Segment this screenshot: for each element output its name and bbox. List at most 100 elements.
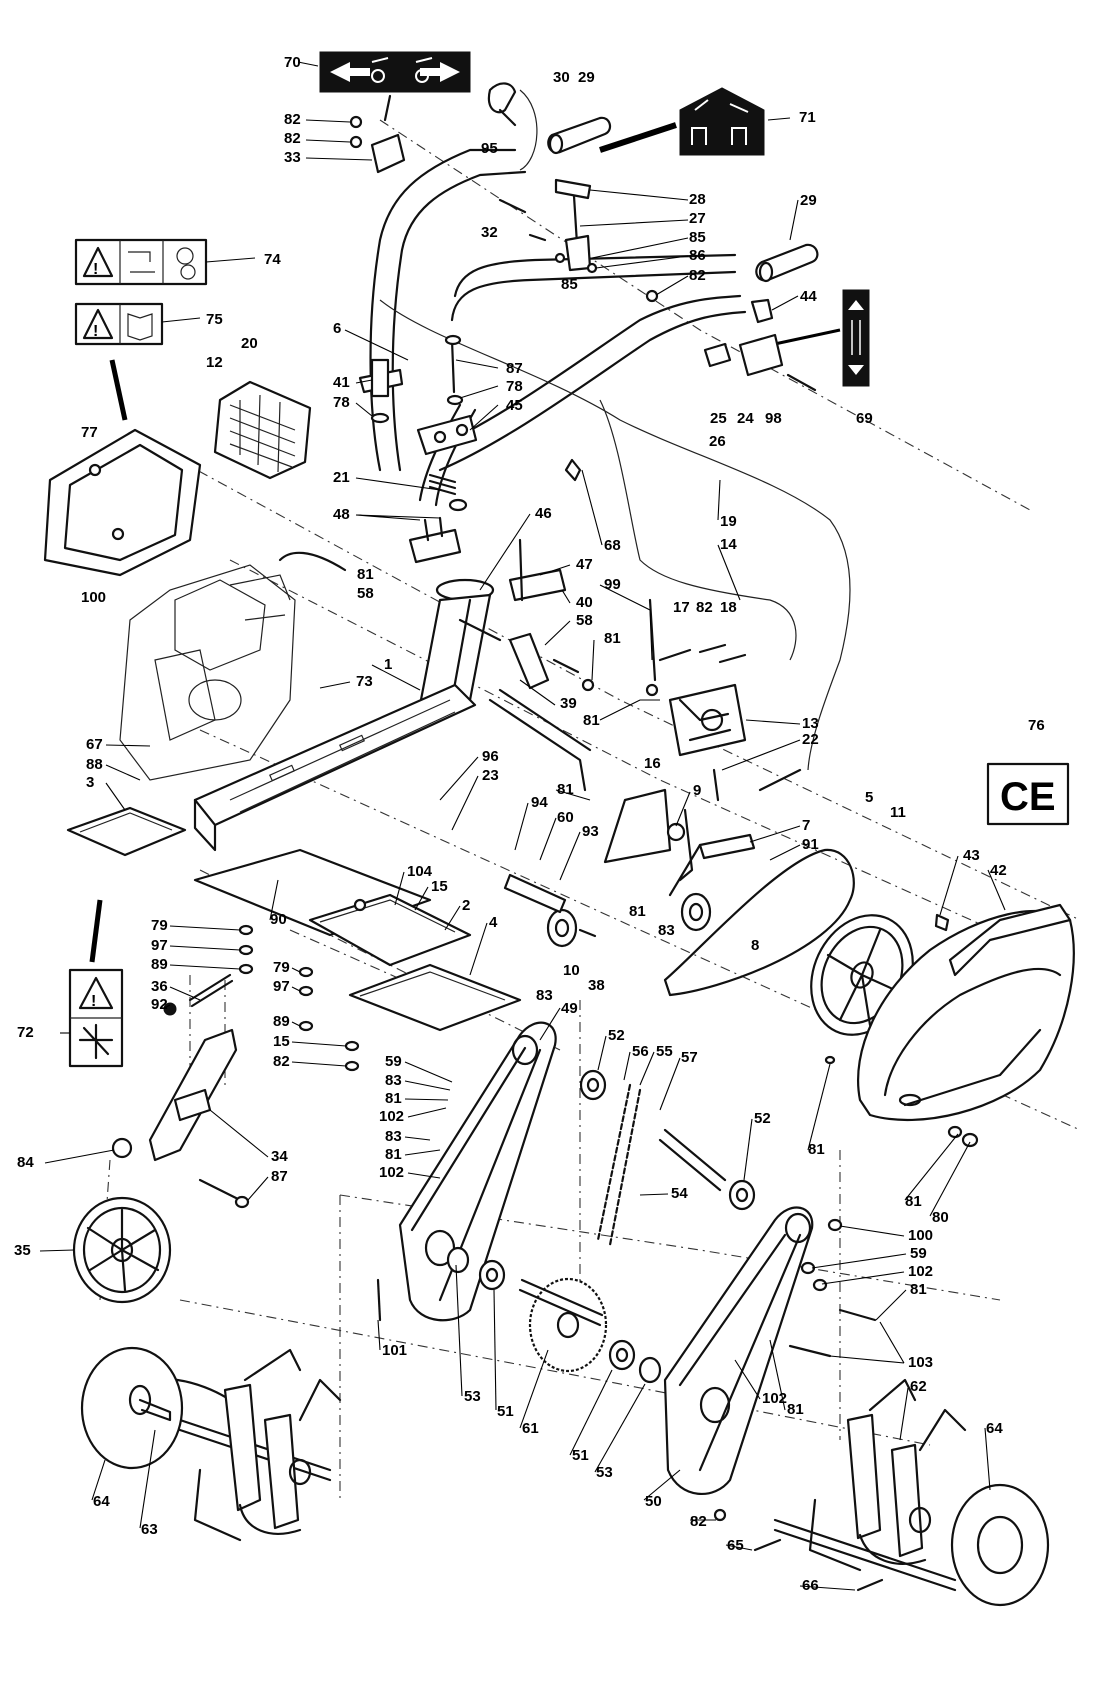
part-label: 15 (273, 1033, 290, 1050)
part-label: 71 (799, 109, 816, 126)
svg-text:!: ! (93, 323, 98, 340)
part-label: 58 (357, 585, 374, 602)
wheel-support-34 (111, 1028, 250, 1209)
part-label: 64 (93, 1493, 110, 1510)
grip-29-right (755, 243, 819, 283)
part-label: 27 (689, 210, 706, 227)
chain-54 (596, 1083, 642, 1247)
part-label: 96 (482, 748, 499, 765)
part-label: 81 (357, 566, 374, 583)
part-label: 81 (910, 1281, 927, 1298)
part-label: 73 (356, 673, 373, 690)
part-label: 81 (557, 781, 574, 798)
part-label: 54 (671, 1185, 688, 1202)
part-label: 102 (908, 1263, 933, 1280)
spring-21 (428, 473, 468, 512)
part-label: 34 (271, 1148, 288, 1165)
part-label: 82 (284, 111, 301, 128)
part-label: 55 (656, 1043, 673, 1060)
part-label: 97 (273, 978, 290, 995)
part-label: 91 (802, 836, 819, 853)
part-label: 53 (464, 1388, 481, 1405)
part-label: 23 (482, 767, 499, 784)
tine-assembly-63 (138, 1348, 342, 1542)
engine-phantom (119, 564, 296, 781)
part-label: 7 (802, 817, 810, 834)
part-label: 22 (802, 731, 819, 748)
part-label: 104 (407, 863, 433, 880)
part-label: 51 (497, 1403, 514, 1420)
decal-69-lever-label (769, 289, 870, 387)
part-label: 78 (506, 378, 523, 395)
part-label: 49 (561, 1000, 578, 1017)
part-label: 60 (557, 809, 574, 826)
throttle-lever-30 (487, 82, 517, 127)
part-label: 42 (990, 862, 1007, 879)
part-label: 95 (481, 140, 498, 157)
chain-case-49 (398, 1021, 557, 1322)
part-label: 63 (141, 1521, 158, 1538)
part-label: 64 (986, 1420, 1003, 1437)
part-label: 89 (273, 1013, 290, 1030)
clutch-bracket-33 (349, 115, 406, 174)
part-label: 32 (481, 224, 498, 241)
shift-lever-28 (498, 178, 598, 274)
frame-column-1 (193, 593, 492, 852)
part-label: 57 (681, 1049, 698, 1066)
protection-disc-64-left (80, 1346, 184, 1470)
part-label: 3 (86, 774, 94, 791)
part-label: 88 (86, 756, 103, 773)
part-label: 93 (582, 823, 599, 840)
part-label: 85 (689, 229, 706, 246)
part-label: 29 (800, 192, 817, 209)
part-label: 46 (535, 505, 552, 522)
part-label: 68 (604, 537, 621, 554)
part-label: 98 (765, 410, 782, 427)
protection-disc-64-right (950, 1483, 1050, 1607)
part-label: 99 (604, 576, 621, 593)
part-label: 58 (576, 612, 593, 629)
part-label: 82 (689, 267, 706, 284)
svg-text:!: ! (91, 993, 96, 1010)
part-label: 69 (856, 410, 873, 427)
part-label: 24 (737, 410, 754, 427)
part-label: 101 (382, 1342, 407, 1359)
clamp-48 (408, 516, 462, 564)
part-label: 66 (802, 1577, 819, 1594)
part-label: 74 (264, 251, 281, 268)
part-label: 81 (385, 1146, 402, 1163)
part-label: 6 (333, 320, 341, 337)
rear-shield-77 (43, 428, 202, 577)
part-label: 29 (578, 69, 595, 86)
part-label: 82 (690, 1513, 707, 1530)
part-label: 103 (908, 1354, 933, 1371)
part-label: 75 (206, 311, 223, 328)
part-label: 81 (604, 630, 621, 647)
part-label: 81 (905, 1193, 922, 1210)
part-label: 50 (645, 1493, 662, 1510)
part-label: 80 (932, 1209, 949, 1226)
part-label: 76 (1028, 717, 1045, 734)
tine-assembly-62 (773, 1378, 967, 1592)
part-label: 102 (762, 1390, 787, 1407)
part-label: 15 (431, 878, 448, 895)
part-label: 5 (865, 789, 873, 806)
part-label: 33 (284, 149, 301, 166)
part-label: 97 (151, 937, 168, 954)
part-label: 81 (787, 1401, 804, 1418)
part-label: 83 (658, 922, 675, 939)
pulley-10 (503, 873, 597, 948)
part-label: 81 (629, 903, 646, 920)
hardware-right (376, 913, 979, 1592)
part-label: 78 (333, 394, 350, 411)
part-label: 83 (385, 1128, 402, 1145)
grille-12 (213, 380, 312, 480)
part-label: 79 (151, 917, 168, 934)
decal-75-manual-label: ! (74, 302, 164, 421)
part-label: 1 (384, 656, 392, 673)
part-label: 13 (802, 715, 819, 732)
part-label: 51 (572, 1447, 589, 1464)
part-label: 52 (754, 1110, 771, 1127)
bracket-16 (603, 788, 756, 897)
